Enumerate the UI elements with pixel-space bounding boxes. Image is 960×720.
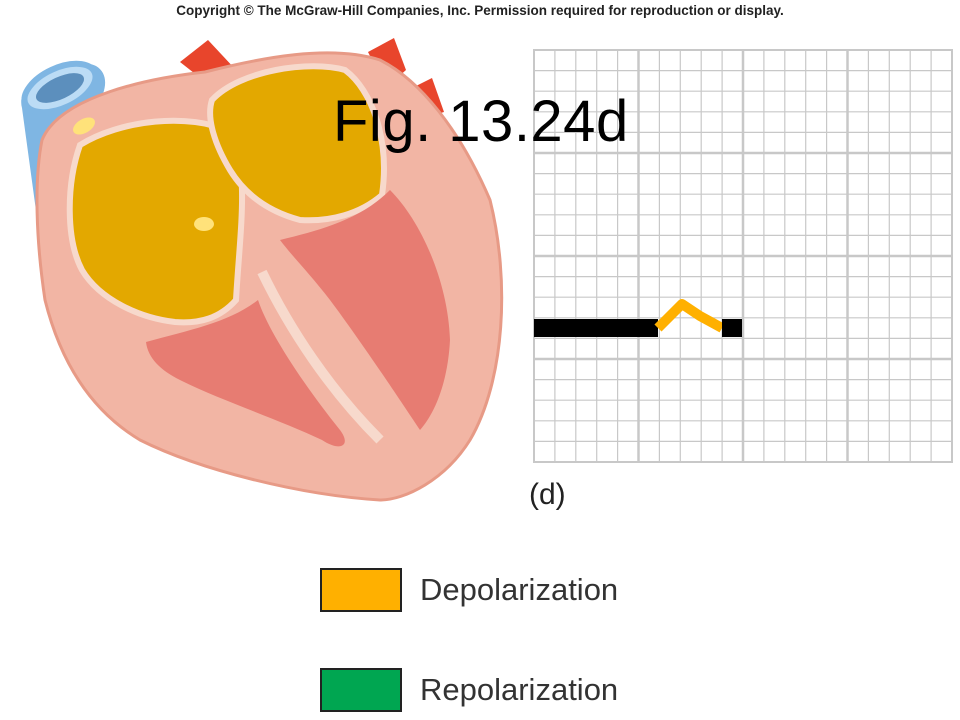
- ecg-trace: [534, 299, 742, 337]
- figure-title: Fig. 13.24d: [333, 89, 629, 154]
- av-node: [194, 217, 214, 231]
- legend-swatch-depolarization: [320, 568, 402, 612]
- heart-illustration: [21, 38, 504, 502]
- right-atrium: [66, 117, 246, 326]
- sa-node: [73, 117, 95, 135]
- p-wave-depolarization: [654, 299, 725, 333]
- left-ventricle: [280, 190, 450, 430]
- legend-label: Repolarization: [420, 672, 619, 707]
- legend-item-repolarization: Repolarization: [320, 668, 618, 712]
- interventricular-septum: [257, 269, 384, 444]
- legend-swatch-repolarization: [320, 668, 402, 712]
- copyright-notice: Copyright © The McGraw-Hill Companies, I…: [176, 3, 784, 18]
- legend-item-depolarization: Depolarization: [320, 568, 618, 612]
- right-ventricle: [146, 300, 345, 447]
- ecg-grid: [533, 49, 953, 463]
- left-atrium: [207, 63, 387, 224]
- legend-label: Depolarization: [420, 572, 619, 607]
- panel-label: (d): [529, 478, 566, 511]
